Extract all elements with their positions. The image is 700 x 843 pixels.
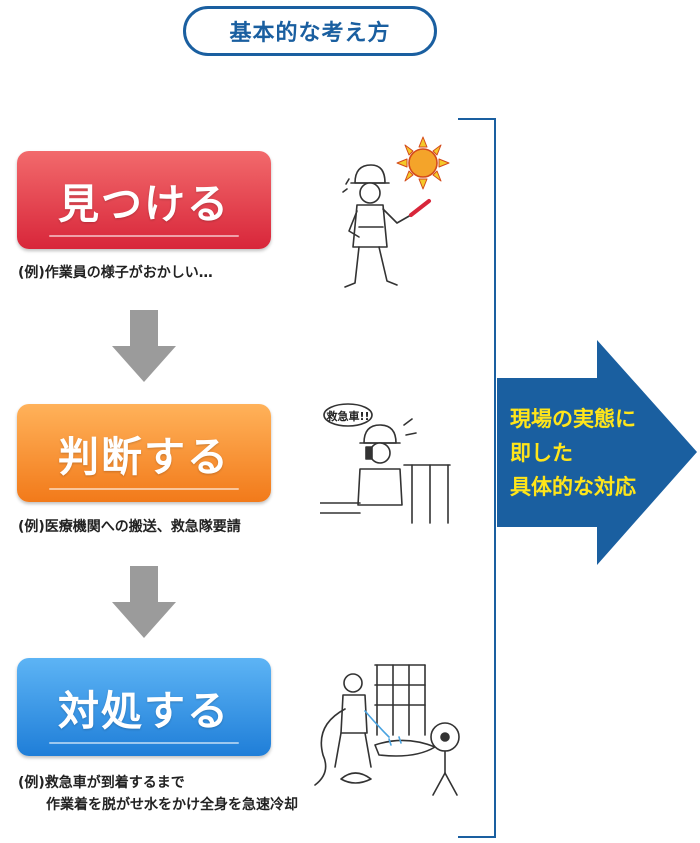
- steps-bracket: [458, 118, 496, 838]
- step-judge-box: 判断する: [17, 404, 271, 502]
- diagram-title: 基本的な考え方: [183, 6, 437, 56]
- step-find-box: 見つける: [17, 151, 271, 249]
- worker-cooling-illustration: [314, 664, 460, 796]
- step-judge-example: (例)医療機関への搬送、救急隊要請: [18, 519, 241, 535]
- result-text: 現場の実態に 即した 具体的な対応: [510, 402, 670, 504]
- result-arrow-icon: [497, 340, 697, 565]
- step-act-box: 対処する: [17, 658, 271, 756]
- down-arrow-icon: [112, 566, 176, 638]
- result-line: 具体的な対応: [510, 475, 636, 499]
- worker-phone-illustration: 救急車!!: [320, 403, 451, 524]
- down-arrow-icon: [112, 310, 176, 382]
- result-line: 現場の実態に: [510, 407, 636, 431]
- step-act-example-line1: (例)救急車が到着するまで: [18, 775, 185, 791]
- result-line: 即した: [510, 441, 573, 465]
- worker-heat-illustration: [342, 136, 450, 288]
- step-act-example-line2: 作業着を脱がせ水をかけ全身を急速冷却: [46, 797, 298, 813]
- step-find-example: (例)作業員の様子がおかしい…: [18, 265, 213, 281]
- phone-bubble-text: 救急車!!: [326, 409, 369, 423]
- sun-icon: [396, 136, 450, 190]
